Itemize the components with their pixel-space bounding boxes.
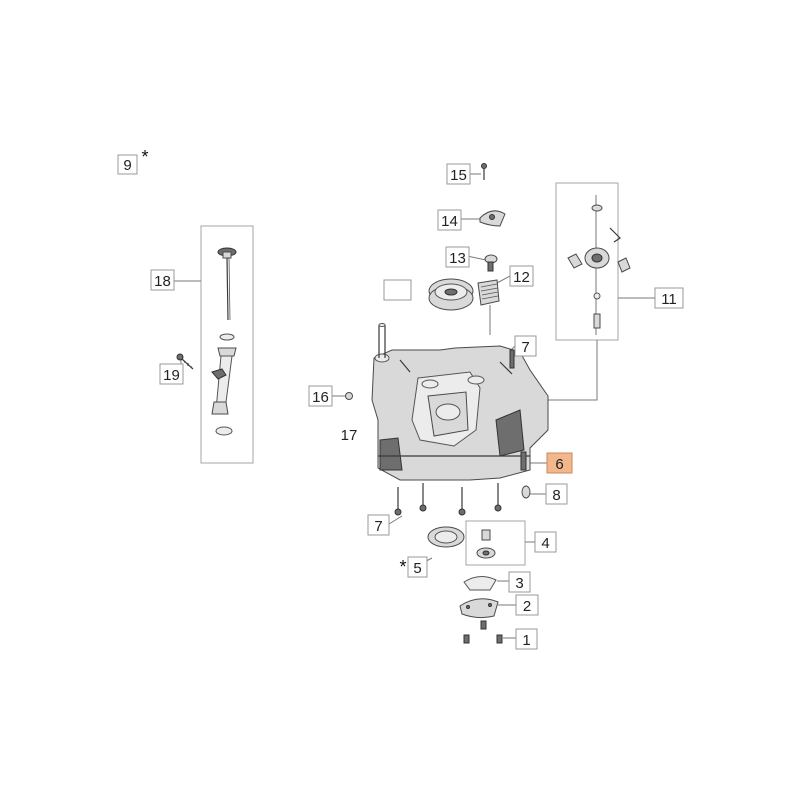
oil-seal-part bbox=[427, 526, 465, 548]
washer-12-part bbox=[484, 254, 498, 272]
label-16-text: 16 bbox=[312, 389, 329, 406]
cover-2-part bbox=[459, 598, 499, 619]
bolts-7-part bbox=[394, 483, 502, 516]
dipstick-bolt-part bbox=[176, 353, 194, 370]
label-4[interactable]: 4 bbox=[534, 531, 557, 553]
label-6[interactable]: 6 bbox=[546, 452, 573, 474]
label-13-text: 14 bbox=[441, 213, 458, 230]
label-3[interactable]: 3 bbox=[508, 571, 531, 593]
asterisk-5: * bbox=[399, 557, 406, 577]
governor-part bbox=[567, 195, 631, 335]
label-10[interactable]: 11 bbox=[654, 287, 684, 309]
label-17[interactable]: 18 bbox=[150, 269, 175, 291]
label-18-text: 19 bbox=[163, 367, 180, 384]
label-4-text: 4 bbox=[541, 535, 549, 552]
gear-19-part bbox=[428, 278, 474, 311]
label-12-text: 13 bbox=[449, 250, 466, 267]
label-5[interactable]: 5 bbox=[407, 556, 428, 578]
label-2[interactable]: 2 bbox=[515, 594, 539, 616]
label-15: 17 bbox=[341, 427, 358, 444]
label-15-text: 17 bbox=[341, 427, 358, 444]
asterisk-9: * bbox=[141, 147, 148, 167]
label-7-bottom-text: 7 bbox=[374, 518, 382, 535]
label-11[interactable]: 12 bbox=[509, 265, 534, 287]
label-18[interactable]: 19 bbox=[159, 363, 184, 385]
label-7-top[interactable]: 7 bbox=[514, 335, 537, 357]
gasket-3-part bbox=[463, 576, 497, 591]
label-3-text: 3 bbox=[515, 575, 523, 592]
label-8[interactable]: 8 bbox=[545, 483, 568, 505]
label-8-text: 8 bbox=[552, 487, 560, 504]
screw-14-part bbox=[481, 163, 487, 180]
filter-11-part bbox=[477, 279, 500, 306]
label-14-text: 15 bbox=[450, 167, 467, 184]
label-10-text: 11 bbox=[661, 291, 677, 308]
dipstick-part bbox=[211, 247, 237, 436]
label-17-text: 18 bbox=[154, 273, 171, 290]
seal-8-part bbox=[521, 485, 531, 499]
oil-pump-part bbox=[476, 529, 496, 559]
screw-16-part bbox=[345, 392, 353, 400]
label-9[interactable]: 9 bbox=[117, 154, 138, 175]
label-13[interactable]: 14 bbox=[437, 209, 462, 231]
label-7-top-text: 7 bbox=[521, 339, 529, 356]
crankcase-part bbox=[371, 323, 549, 481]
oil-pump-assembly-frame bbox=[465, 520, 526, 566]
label-1[interactable]: 1 bbox=[515, 628, 538, 650]
label-16[interactable]: 16 bbox=[308, 385, 333, 407]
sleeve-6-part bbox=[520, 451, 527, 471]
screws-1-part bbox=[463, 620, 503, 644]
label-6-text: 6 bbox=[555, 456, 563, 473]
label-7-bottom[interactable]: 7 bbox=[367, 514, 390, 536]
label-12[interactable]: 13 bbox=[445, 246, 470, 268]
label-14[interactable]: 15 bbox=[446, 163, 471, 185]
label-9-text: 9 bbox=[123, 157, 131, 174]
bracket-13-part bbox=[479, 210, 506, 227]
label-19[interactable] bbox=[383, 279, 412, 301]
label-5-text: 5 bbox=[413, 560, 421, 577]
dipstick-assembly-frame bbox=[200, 225, 254, 464]
label-2-text: 2 bbox=[523, 598, 531, 615]
label-11-text: 12 bbox=[513, 269, 530, 286]
label-1-text: 1 bbox=[522, 632, 530, 649]
